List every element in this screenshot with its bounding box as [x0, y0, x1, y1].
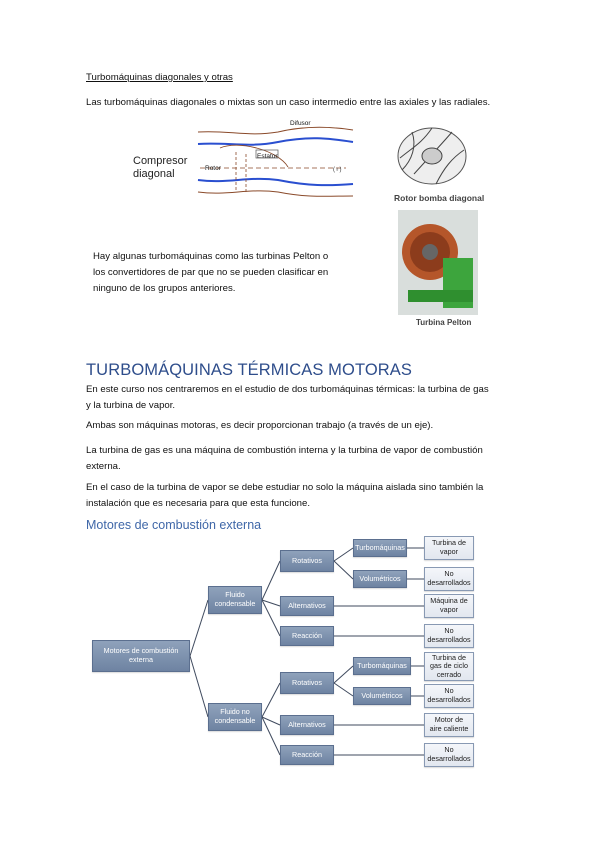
difusor-label: Difusor: [290, 120, 311, 127]
subheading-diagonales: Turbomáquinas diagonales y otras: [86, 72, 233, 83]
estator-label: Estator: [257, 153, 278, 160]
paragraph-2: Ambas son máquinas motoras, es decir pro…: [86, 420, 434, 431]
turbomaquinas-node-2: Turbomáquinas: [353, 657, 411, 675]
pelton-text-1: Hay algunas turbomáquinas como las turbi…: [93, 251, 329, 262]
rotor-label: Rotor: [205, 165, 221, 172]
turbomaquinas-node-1: Turbomáquinas: [353, 539, 407, 557]
alternativos-node-2: Alternativos: [280, 715, 334, 735]
paragraph-3b: externa.: [86, 461, 121, 472]
rotor-pump-image: [392, 118, 472, 190]
pelton-caption: Turbina Pelton: [416, 318, 472, 327]
compressor-diagram: (♁): [128, 112, 358, 202]
reaccion-node-1: Reacción: [280, 626, 334, 646]
paragraph-3a: La turbina de gas es una máquina de comb…: [86, 445, 483, 456]
alternativos-node-1: Alternativos: [280, 596, 334, 616]
svg-text:(♁): (♁): [333, 167, 342, 173]
intro-paragraph: Las turbomáquinas diagonales o mixtas so…: [86, 97, 491, 108]
volumetricos-node-1: Volumétricos: [353, 570, 407, 588]
pelton-text-2: los convertidores de par que no se puede…: [93, 267, 329, 278]
heading-motores-externa: Motores de combustión externa: [86, 518, 262, 532]
compressor-label-2: diagonal: [133, 168, 175, 180]
paragraph-1b: y la turbina de vapor.: [86, 400, 176, 411]
volumetricos-node-2: Volumétricos: [353, 687, 411, 705]
paragraph-4b: instalación que es necesaria para que es…: [86, 498, 311, 509]
paragraph-1a: En este curso nos centraremos en el estu…: [86, 384, 489, 395]
heading-turbomaquinas-termicas: TURBOMÁQUINAS TÉRMICAS MOTORAS: [86, 361, 413, 379]
rotor-caption: Rotor bomba diagonal: [394, 193, 485, 203]
rotativos-node-1: Rotativos: [280, 550, 334, 572]
paragraph-4a: En el caso de la turbina de vapor se deb…: [86, 482, 484, 493]
compressor-label-1: Compresor: [133, 155, 188, 167]
pelton-turbine-image: [398, 210, 478, 315]
rotativos-node-2: Rotativos: [280, 672, 334, 694]
pelton-text-3: ninguno de los grupos anteriores.: [93, 283, 236, 294]
reaccion-node-2: Reacción: [280, 745, 334, 765]
